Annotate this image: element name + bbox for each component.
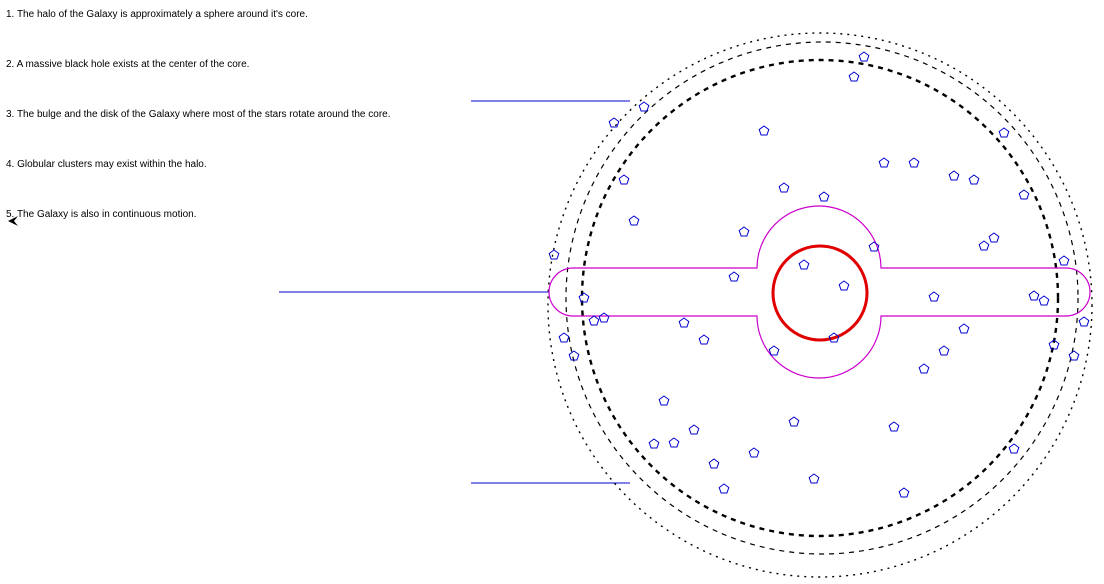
globular-cluster-icon[interactable] (1048, 339, 1060, 350)
globular-cluster-icon[interactable] (908, 157, 920, 168)
globular-cluster-icon[interactable] (728, 271, 740, 282)
globular-cluster-icon[interactable] (558, 332, 570, 343)
globular-cluster-icon[interactable] (878, 157, 890, 168)
statement-4: 4. Globular clusters may exist within th… (6, 159, 207, 170)
halo-outer-ring[interactable] (547, 32, 1093, 578)
globular-cluster-icon[interactable] (1078, 316, 1090, 327)
globular-cluster-icon[interactable] (628, 215, 640, 226)
globular-cluster-icon[interactable] (928, 291, 940, 302)
globular-cluster-icon[interactable] (828, 332, 840, 343)
globular-cluster-icon[interactable] (648, 438, 660, 449)
globular-cluster-icon[interactable] (618, 174, 630, 185)
globular-cluster-icon[interactable] (608, 117, 620, 128)
pointer-lines (279, 100, 630, 484)
globular-cluster-icon[interactable] (968, 174, 980, 185)
globular-cluster-icon[interactable] (918, 363, 930, 374)
globular-cluster-icon[interactable] (718, 483, 730, 494)
globular-cluster-icon[interactable] (808, 473, 820, 484)
disk-and-bulge-outline[interactable] (548, 205, 1091, 379)
globular-cluster-icon[interactable] (998, 127, 1010, 138)
globular-clusters (548, 51, 1090, 498)
statement-5: 5. The Galaxy is also in continuous moti… (6, 209, 197, 220)
globular-cluster-icon[interactable] (798, 259, 810, 270)
globular-cluster-icon[interactable] (598, 312, 610, 323)
globular-cluster-icon[interactable] (1018, 189, 1030, 200)
globular-cluster-icon[interactable] (748, 447, 760, 458)
globular-cluster-icon[interactable] (988, 232, 1000, 243)
globular-cluster-icon[interactable] (1038, 295, 1050, 306)
globular-cluster-icon[interactable] (658, 395, 670, 406)
globular-cluster-icon[interactable] (698, 334, 710, 345)
globular-cluster-icon[interactable] (958, 323, 970, 334)
globular-cluster-icon[interactable] (858, 51, 870, 62)
globular-cluster-icon[interactable] (738, 226, 750, 237)
globular-cluster-icon[interactable] (1058, 255, 1070, 266)
globular-cluster-icon[interactable] (668, 437, 680, 448)
statement-list: 1. The halo of the Galaxy is approximate… (6, 9, 526, 259)
globular-cluster-icon[interactable] (868, 241, 880, 252)
globular-cluster-icon[interactable] (978, 240, 990, 251)
globular-cluster-icon[interactable] (788, 416, 800, 427)
globular-cluster-icon[interactable] (708, 458, 720, 469)
globular-cluster-icon[interactable] (898, 487, 910, 498)
globular-cluster-icon[interactable] (568, 350, 580, 361)
globular-cluster-icon[interactable] (548, 249, 560, 260)
halo-inner-ring[interactable] (580, 58, 1060, 538)
statement-1: 1. The halo of the Galaxy is approximate… (6, 9, 308, 20)
globular-cluster-icon[interactable] (758, 125, 770, 136)
globular-cluster-icon[interactable] (1028, 290, 1040, 301)
mouse-pointer-arrow-icon (8, 216, 18, 226)
statement-2: 2. A massive black hole exists at the ce… (6, 59, 250, 70)
globular-cluster-icon[interactable] (888, 421, 900, 432)
globular-cluster-icon[interactable] (1008, 443, 1020, 454)
globular-cluster-icon[interactable] (588, 315, 600, 326)
halo-rings (547, 32, 1093, 578)
globular-cluster-icon[interactable] (1068, 350, 1080, 361)
globular-cluster-icon[interactable] (838, 280, 850, 291)
globular-cluster-icon[interactable] (678, 317, 690, 328)
globular-cluster-icon[interactable] (768, 345, 780, 356)
globular-cluster-icon[interactable] (688, 424, 700, 435)
globular-cluster-icon[interactable] (778, 182, 790, 193)
globular-cluster-icon[interactable] (948, 170, 960, 181)
globular-cluster-icon[interactable] (938, 345, 950, 356)
halo-middle-ring[interactable] (565, 41, 1079, 555)
globular-cluster-icon[interactable] (818, 191, 830, 202)
globular-cluster-icon[interactable] (638, 101, 650, 112)
black-hole-core[interactable] (771, 244, 869, 342)
statement-3: 3. The bulge and the disk of the Galaxy … (6, 109, 391, 120)
globular-cluster-icon[interactable] (848, 71, 860, 82)
globular-cluster-icon[interactable] (578, 292, 590, 303)
